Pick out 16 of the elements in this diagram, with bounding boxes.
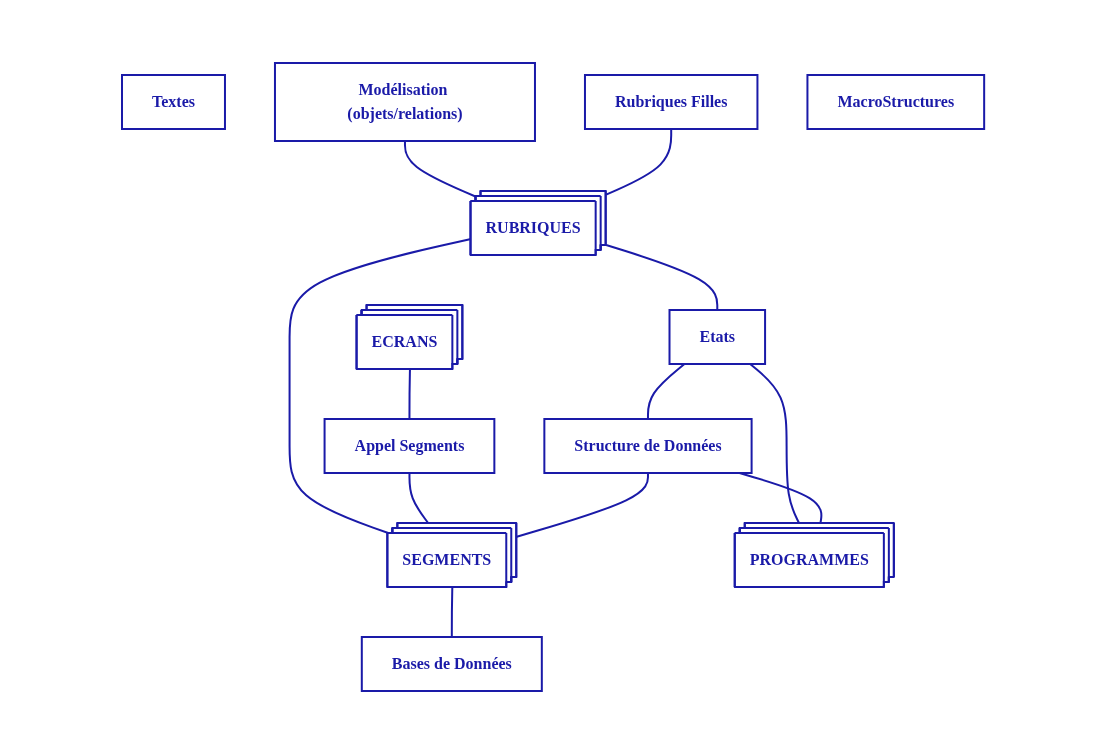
node-box: Modélisation (objets/relations) — [273, 61, 536, 142]
node-box: MacroStructures — [806, 73, 986, 130]
connector — [403, 139, 477, 198]
node-box: Textes — [120, 73, 226, 130]
connector — [605, 127, 673, 196]
connector — [605, 243, 719, 311]
connector — [515, 471, 649, 538]
connector — [408, 368, 411, 420]
node-box: Rubriques Filles — [583, 73, 759, 130]
node-box: Bases de Données — [360, 635, 543, 692]
node-box: Etats — [668, 308, 766, 365]
connector — [450, 586, 454, 638]
node-box: Appel Segments — [323, 417, 496, 474]
connector — [646, 362, 686, 420]
connector — [288, 237, 472, 534]
node-box: Structure de Données — [543, 417, 753, 474]
